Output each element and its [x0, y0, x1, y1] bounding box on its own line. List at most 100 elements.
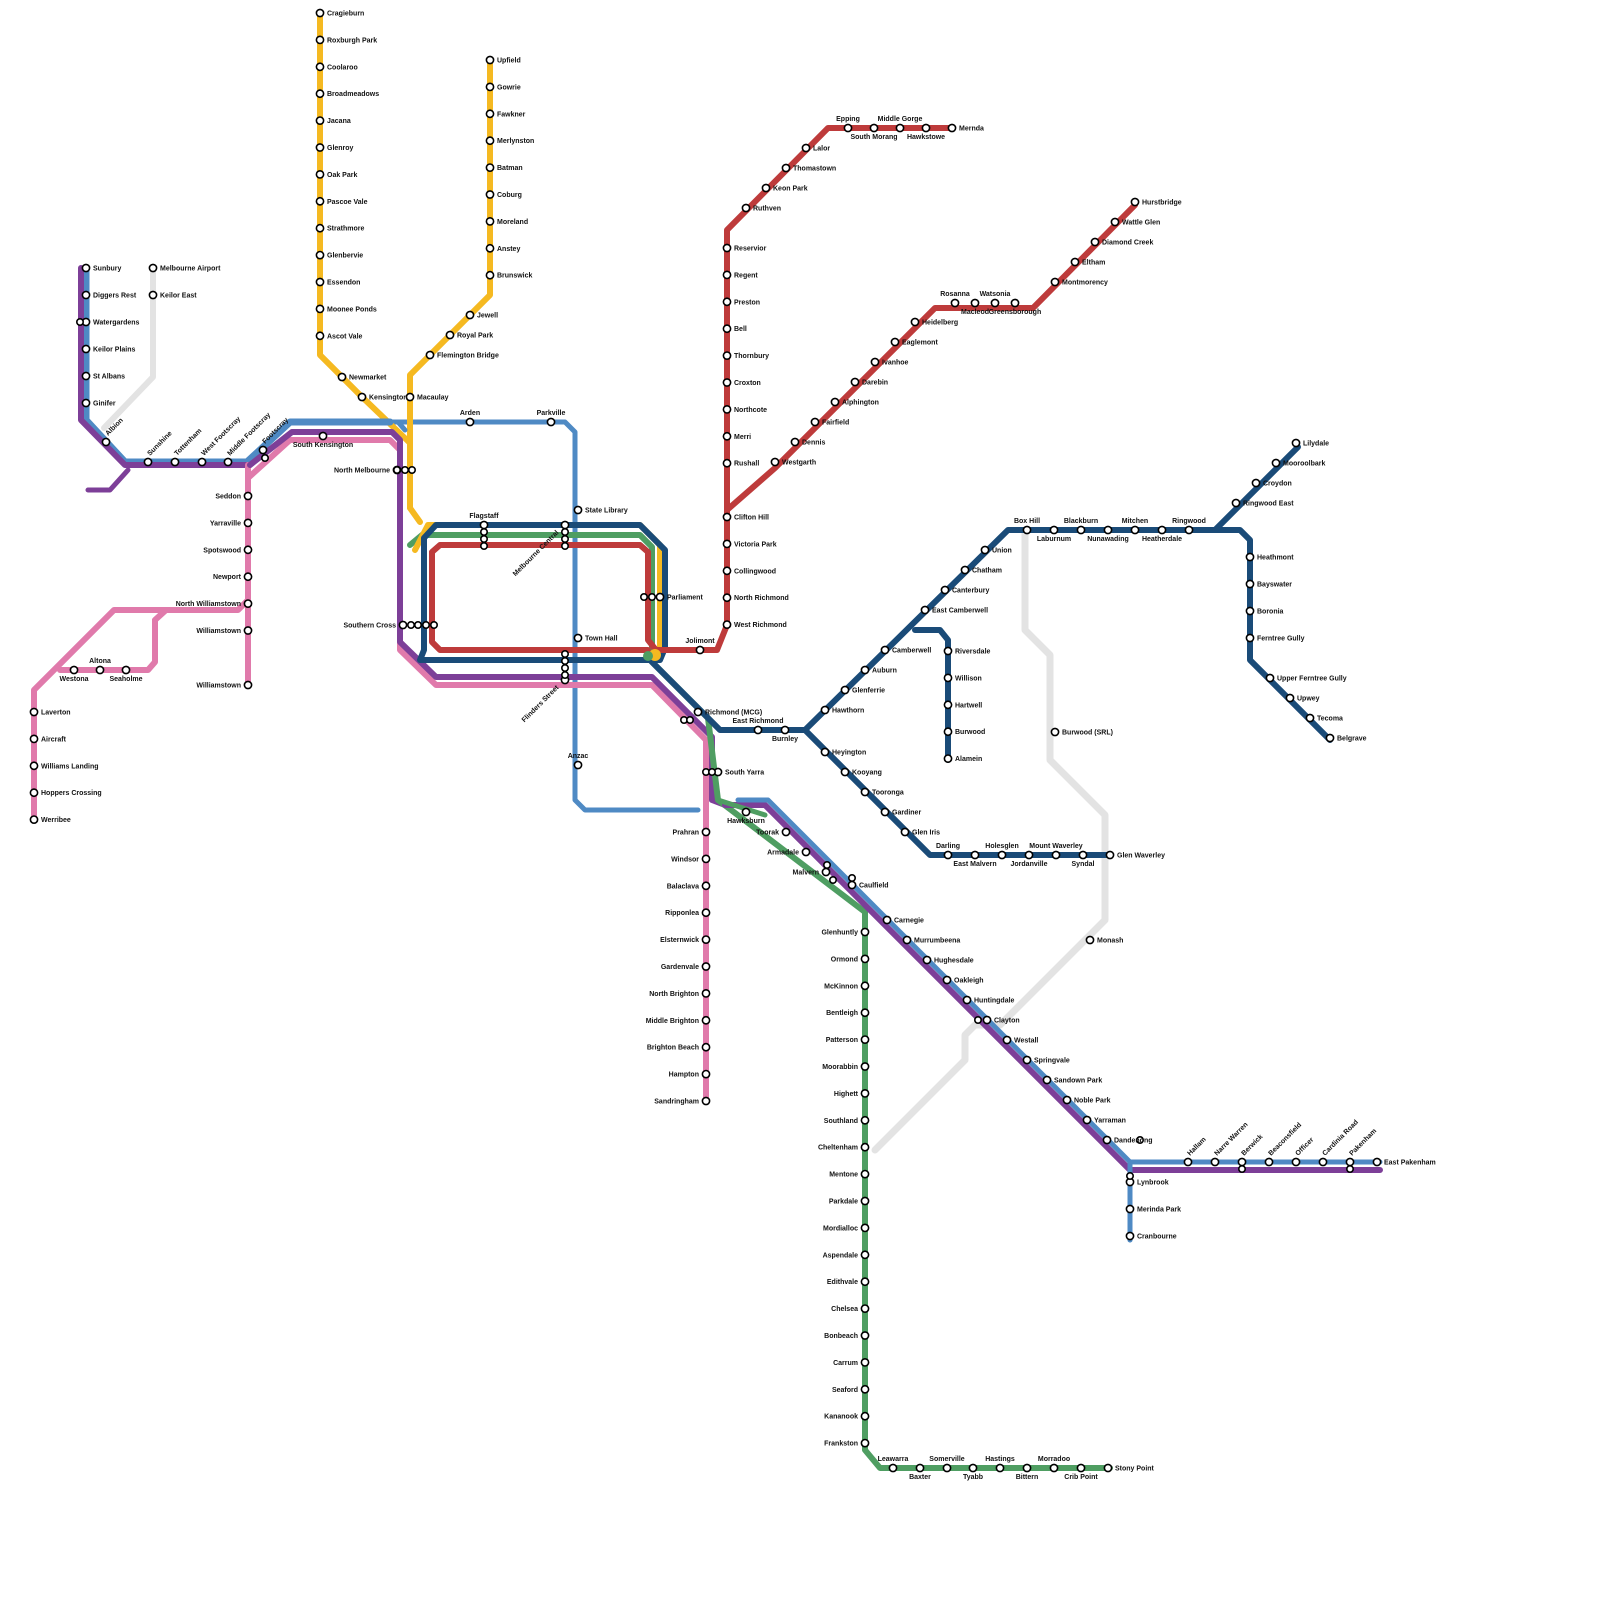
station-morradoo[interactable]: [1049, 1463, 1059, 1473]
station-mordialloc[interactable]: [860, 1223, 870, 1233]
station-glenroy[interactable]: [315, 143, 325, 152]
station-sunbury[interactable]: [81, 263, 91, 273]
station-stony-point[interactable]: [1103, 1463, 1113, 1473]
station-belgrave[interactable]: [1325, 733, 1335, 743]
station-chatham[interactable]: [960, 565, 970, 575]
station-mentone[interactable]: [860, 1169, 870, 1179]
station-canterbury[interactable]: [940, 585, 950, 595]
station-spotswood[interactable]: [243, 545, 253, 555]
station-dandenong[interactable]: [1102, 1135, 1112, 1145]
station-aircraft[interactable]: [29, 734, 39, 744]
station-armadale[interactable]: [801, 847, 811, 857]
station-syndal[interactable]: [1078, 850, 1088, 860]
station-hurstbridge[interactable]: [1130, 197, 1140, 207]
station-watsonia[interactable]: [990, 298, 1000, 308]
station-newmarket[interactable]: [337, 372, 347, 382]
station-balaclava[interactable]: [701, 881, 711, 891]
station-darebin[interactable]: [850, 377, 860, 387]
station-narre-warren[interactable]: [1210, 1157, 1220, 1167]
station-macleod[interactable]: [970, 298, 980, 308]
station-williamstown-terminus[interactable]: [243, 680, 253, 690]
station-broadmeadows[interactable]: [315, 89, 325, 99]
station-leawarra[interactable]: [888, 1463, 898, 1473]
station-westgarth[interactable]: [770, 457, 780, 467]
station-melbourne-airport[interactable]: [148, 263, 158, 273]
station-ferntree-gully[interactable]: [1245, 633, 1255, 643]
station-keilor-plains[interactable]: [81, 344, 91, 354]
station-collingwood[interactable]: [722, 566, 732, 576]
station-noble-park[interactable]: [1062, 1095, 1072, 1105]
station-thomastown[interactable]: [781, 163, 791, 173]
station-victoria-park[interactable]: [722, 539, 732, 549]
station-middle-brighton[interactable]: [701, 1015, 711, 1025]
station-yarraville[interactable]: [243, 518, 253, 528]
station-cardinia-road[interactable]: [1318, 1157, 1328, 1167]
station-flagstaff[interactable]: [479, 520, 489, 530]
station-hoppers-crossing[interactable]: [29, 788, 39, 798]
station-strathmore[interactable]: [315, 223, 325, 233]
station-mckinnon[interactable]: [860, 981, 870, 991]
station-wattle-glen[interactable]: [1110, 217, 1120, 227]
station-darling[interactable]: [943, 850, 953, 860]
station-greensborough[interactable]: [1010, 298, 1020, 308]
station-clifton-hill[interactable]: [722, 512, 732, 522]
station-rosanna[interactable]: [950, 298, 960, 308]
station-beaconsfield[interactable]: [1264, 1157, 1274, 1167]
station-anstey[interactable]: [485, 243, 495, 253]
station-glenbervie[interactable]: [315, 250, 325, 260]
station-ripponlea[interactable]: [701, 908, 711, 918]
station-tyabb[interactable]: [968, 1463, 978, 1473]
station-nunawading[interactable]: [1103, 525, 1113, 535]
station-patterson[interactable]: [860, 1035, 870, 1044]
station-richmond-mcg[interactable]: [693, 707, 703, 717]
station-camberwell[interactable]: [880, 645, 890, 655]
station-hastings[interactable]: [995, 1463, 1005, 1473]
station-cranbourne[interactable]: [1125, 1231, 1135, 1241]
station-southland[interactable]: [860, 1115, 870, 1125]
station-glen-iris[interactable]: [900, 827, 910, 837]
station-southern-cross[interactable]: [398, 620, 408, 630]
station-newport[interactable]: [243, 572, 253, 582]
station-merinda-park[interactable]: [1125, 1204, 1135, 1214]
station-bittern[interactable]: [1022, 1463, 1032, 1473]
station-northcote[interactable]: [722, 404, 732, 414]
station-royal-park[interactable]: [445, 330, 455, 340]
station-brunswick[interactable]: [485, 270, 495, 280]
station-burnley[interactable]: [780, 725, 790, 735]
station-seaholme[interactable]: [121, 665, 131, 675]
station-west-footscray[interactable]: [197, 457, 207, 467]
station-gardenvale[interactable]: [701, 962, 711, 971]
station-edithvale[interactable]: [860, 1277, 870, 1287]
station-aspendale[interactable]: [860, 1250, 870, 1260]
station-moorabbin[interactable]: [860, 1062, 870, 1071]
station-box-hill[interactable]: [1022, 525, 1032, 535]
station-croydon[interactable]: [1251, 478, 1261, 488]
station-east-pakenham[interactable]: [1372, 1157, 1382, 1167]
station-footscray[interactable]: [258, 445, 268, 455]
station-oak-park[interactable]: [315, 169, 325, 179]
station-tecoma[interactable]: [1305, 713, 1315, 723]
station-keilor-east[interactable]: [148, 290, 158, 300]
station-jolimont[interactable]: [695, 645, 705, 655]
station-gowrie[interactable]: [485, 82, 495, 92]
station-ascot-vale[interactable]: [315, 331, 325, 341]
station-highett[interactable]: [860, 1089, 870, 1098]
station-essendon[interactable]: [315, 277, 325, 287]
station-lilydale[interactable]: [1291, 438, 1301, 448]
station-riversdale[interactable]: [943, 646, 953, 656]
station-flemington-bridge[interactable]: [425, 350, 435, 360]
station-moonee-ponds[interactable]: [315, 304, 325, 314]
station-burwood[interactable]: [943, 727, 953, 737]
station-laburnum[interactable]: [1049, 525, 1059, 535]
station-berwick[interactable]: [1237, 1157, 1247, 1167]
station-murrumbeena[interactable]: [902, 935, 912, 945]
station-upwey[interactable]: [1285, 693, 1295, 703]
station-westona[interactable]: [69, 665, 79, 675]
station-east-richmond[interactable]: [753, 725, 763, 735]
station-epping[interactable]: [843, 123, 853, 133]
station-hampton[interactable]: [701, 1069, 711, 1079]
station-elsternwick[interactable]: [701, 935, 711, 944]
station-upper-ferntree-gully[interactable]: [1265, 673, 1275, 683]
station-hawkstowe[interactable]: [921, 123, 931, 133]
station-preston[interactable]: [722, 297, 732, 307]
